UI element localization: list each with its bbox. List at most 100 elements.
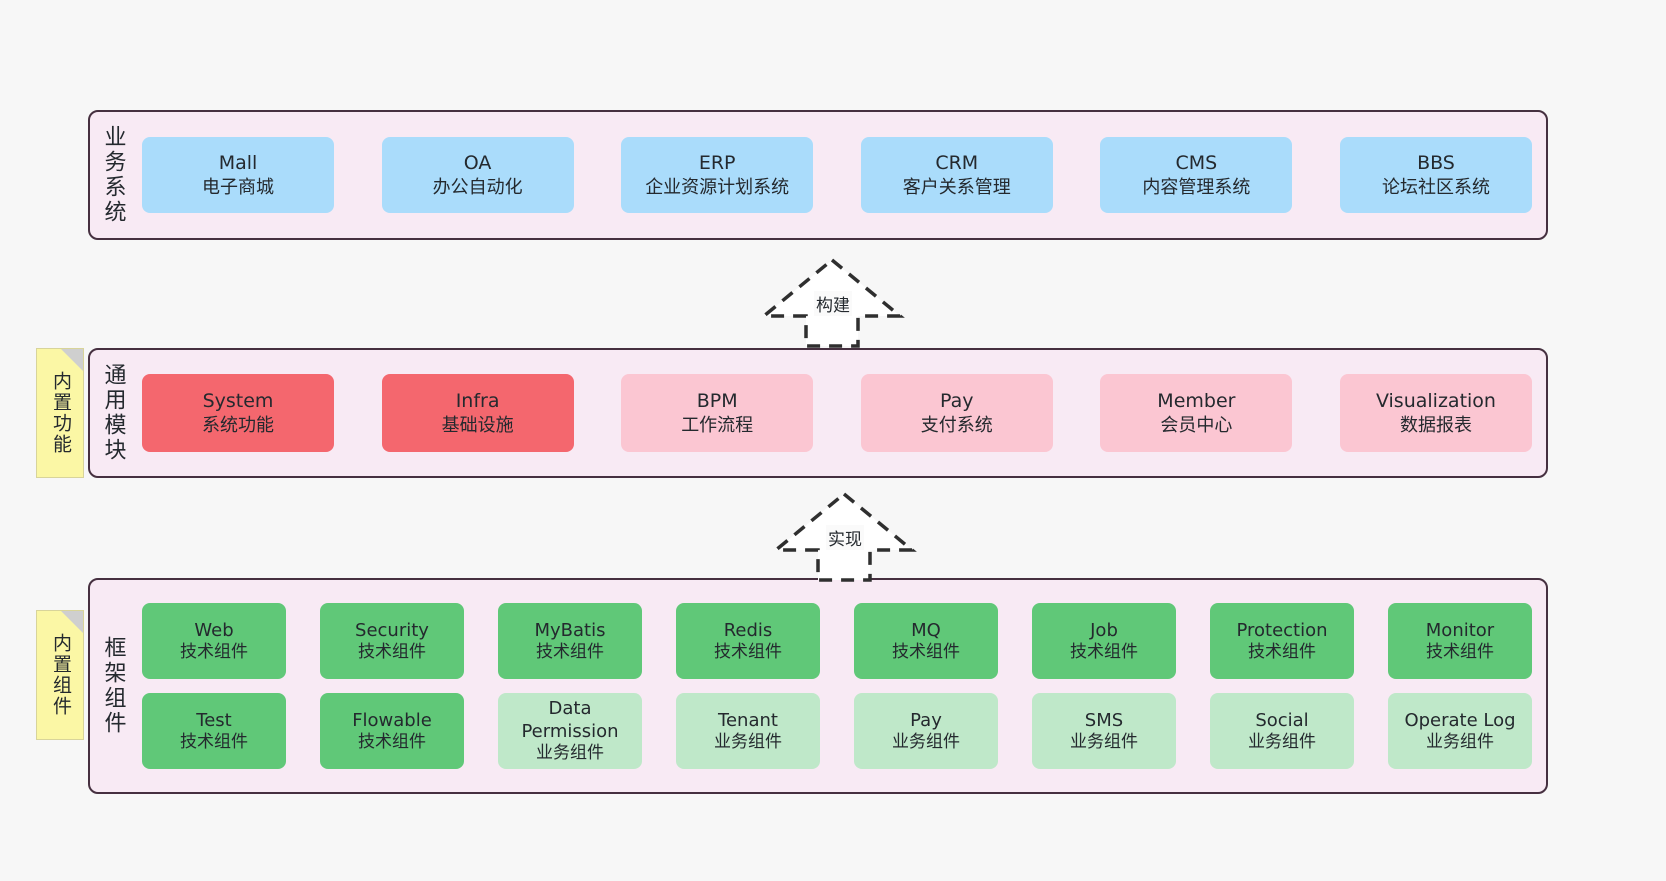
- card-title-cn: 技术组件: [892, 641, 960, 662]
- layer-framework-component[interactable]: 框架组件 Web 技术组件 Security 技术组件 MyBatis 技术组件…: [88, 578, 1548, 794]
- card-row-technical: Web 技术组件 Security 技术组件 MyBatis 技术组件 Redi…: [142, 603, 1532, 679]
- connector-implement-label: 实现: [826, 525, 864, 550]
- card-title-cn: 技术组件: [536, 641, 604, 662]
- card-title-en: Flowable: [352, 709, 432, 731]
- card-mq[interactable]: MQ 技术组件: [854, 603, 998, 679]
- card-oa[interactable]: OA 办公自动化: [381, 137, 574, 213]
- card-visualization[interactable]: Visualization 数据报表: [1339, 374, 1532, 452]
- card-title-en: Mall: [218, 152, 258, 175]
- card-title-cn: 技术组件: [1426, 641, 1494, 662]
- note-label: 内置组件: [49, 633, 72, 717]
- card-row: Mall 电子商城 OA 办公自动化 ERP 企业资源计划系统 CRM 客户关系…: [142, 137, 1532, 213]
- card-redis[interactable]: Redis 技术组件: [676, 603, 820, 679]
- card-operate-log[interactable]: Operate Log 业务组件: [1388, 693, 1532, 769]
- card-pay[interactable]: Pay 支付系统: [860, 374, 1053, 452]
- card-title-cn: 技术组件: [358, 641, 426, 662]
- card-title-en: Operate Log: [1404, 709, 1516, 731]
- card-title-cn: 客户关系管理: [902, 176, 1011, 198]
- card-title-cn: 技术组件: [358, 731, 426, 752]
- card-erp[interactable]: ERP 企业资源计划系统: [621, 137, 814, 213]
- note-builtin-component[interactable]: 内置组件: [36, 610, 84, 740]
- card-title-en: SMS: [1084, 709, 1124, 731]
- card-title-en: ERP: [698, 152, 736, 175]
- card-title-cn: 系统功能: [202, 414, 274, 436]
- card-title-cn: 办公自动化: [432, 176, 523, 198]
- card-bpm[interactable]: BPM 工作流程: [621, 374, 814, 452]
- card-tenant[interactable]: Tenant 业务组件: [676, 693, 820, 769]
- card-row-business: Test 技术组件 Flowable 技术组件 Data Permission …: [142, 693, 1532, 769]
- card-monitor[interactable]: Monitor 技术组件: [1388, 603, 1532, 679]
- card-title-en: MyBatis: [534, 619, 606, 641]
- card-title-en: Security: [355, 619, 429, 641]
- card-title-en: Tenant: [718, 709, 778, 731]
- card-member[interactable]: Member 会员中心: [1100, 374, 1293, 452]
- card-security[interactable]: Security 技术组件: [320, 603, 464, 679]
- card-title-cn: 业务组件: [1070, 731, 1138, 752]
- card-title-cn: 业务组件: [1426, 731, 1494, 752]
- layer-body-framework: Web 技术组件 Security 技术组件 MyBatis 技术组件 Redi…: [136, 580, 1546, 792]
- card-title-en: Data Permission: [521, 698, 619, 743]
- card-title-cn: 内容管理系统: [1142, 176, 1251, 198]
- note-fold-corner-icon: [61, 611, 83, 633]
- card-title-cn: 业务组件: [714, 731, 782, 752]
- card-title-en: Web: [194, 619, 234, 641]
- note-fold-corner-icon: [61, 349, 83, 371]
- card-title-en: Infra: [455, 390, 500, 413]
- card-title-en: Job: [1090, 619, 1118, 641]
- card-title-cn: 业务组件: [1248, 731, 1316, 752]
- card-title-cn: 业务组件: [536, 743, 604, 764]
- layer-title-business: 业务系统: [100, 125, 126, 225]
- layer-body-business: Mall 电子商城 OA 办公自动化 ERP 企业资源计划系统 CRM 客户关系…: [136, 112, 1546, 238]
- card-title-en: Test: [196, 709, 232, 731]
- card-title-cn: 技术组件: [714, 641, 782, 662]
- card-row: System 系统功能 Infra 基础设施 BPM 工作流程 Pay 支付系统…: [142, 374, 1532, 452]
- card-title-en: Monitor: [1425, 619, 1495, 641]
- card-title-en: OA: [463, 152, 492, 175]
- card-title-cn: 技术组件: [180, 731, 248, 752]
- card-title-en: BBS: [1417, 152, 1455, 175]
- card-title-cn: 支付系统: [920, 414, 993, 436]
- card-title-cn: 会员中心: [1160, 414, 1233, 436]
- card-title-cn: 企业资源计划系统: [645, 176, 790, 198]
- layer-title-framework: 框架组件: [100, 636, 126, 736]
- card-protection[interactable]: Protection 技术组件: [1210, 603, 1354, 679]
- card-infra[interactable]: Infra 基础设施: [381, 374, 574, 452]
- card-mall[interactable]: Mall 电子商城: [142, 137, 334, 213]
- card-test[interactable]: Test 技术组件: [142, 693, 286, 769]
- card-data-permission[interactable]: Data Permission 业务组件: [498, 693, 642, 769]
- card-title-cn: 论坛社区系统: [1381, 176, 1490, 198]
- card-title-en: System: [202, 390, 274, 413]
- layer-common-module[interactable]: 通用模块 System 系统功能 Infra 基础设施 BPM 工作流程 Pay…: [88, 348, 1548, 478]
- card-title-en: Protection: [1236, 619, 1328, 641]
- card-title-cn: 数据报表: [1399, 414, 1472, 436]
- card-title-en: CRM: [935, 152, 979, 175]
- card-bbs[interactable]: BBS 论坛社区系统: [1339, 137, 1532, 213]
- note-label: 内置功能: [49, 371, 72, 455]
- card-web[interactable]: Web 技术组件: [142, 603, 286, 679]
- card-title-en: CMS: [1175, 152, 1218, 175]
- card-crm[interactable]: CRM 客户关系管理: [860, 137, 1053, 213]
- note-builtin-function[interactable]: 内置功能: [36, 348, 84, 478]
- card-job[interactable]: Job 技术组件: [1032, 603, 1176, 679]
- card-title-cn: 技术组件: [180, 641, 248, 662]
- card-title-en: MQ: [911, 619, 941, 641]
- card-title-en: Social: [1255, 709, 1309, 731]
- card-mybatis[interactable]: MyBatis 技术组件: [498, 603, 642, 679]
- card-pay-business[interactable]: Pay 业务组件: [854, 693, 998, 769]
- card-title-en: Member: [1157, 390, 1236, 413]
- card-title-en: Visualization: [1375, 390, 1496, 413]
- card-title-cn: 业务组件: [892, 731, 960, 752]
- card-title-cn: 工作流程: [681, 414, 754, 436]
- card-flowable[interactable]: Flowable 技术组件: [320, 693, 464, 769]
- card-title-cn: 基础设施: [441, 414, 514, 436]
- card-social[interactable]: Social 业务组件: [1210, 693, 1354, 769]
- card-system[interactable]: System 系统功能: [142, 374, 334, 452]
- card-title-en: Redis: [723, 619, 773, 641]
- layer-body-common: System 系统功能 Infra 基础设施 BPM 工作流程 Pay 支付系统…: [136, 350, 1546, 476]
- card-title-en: BPM: [696, 390, 738, 413]
- card-sms[interactable]: SMS 业务组件: [1032, 693, 1176, 769]
- card-title-en: Pay: [910, 709, 942, 731]
- layer-business-system[interactable]: 业务系统 Mall 电子商城 OA 办公自动化 ERP 企业资源计划系统 CRM…: [88, 110, 1548, 240]
- card-cms[interactable]: CMS 内容管理系统: [1100, 137, 1293, 213]
